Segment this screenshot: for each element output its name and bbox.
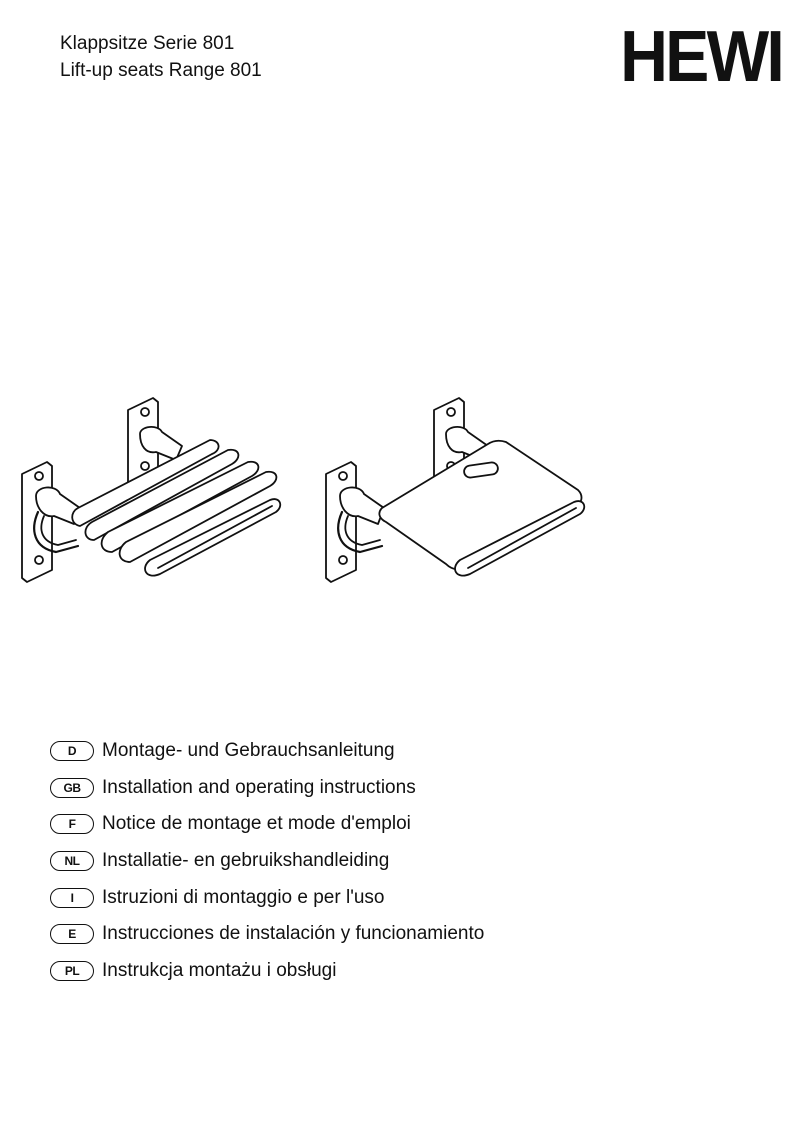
- language-title: Installatie- en gebruikshandleiding: [102, 850, 390, 872]
- hewi-logo: HEWI: [620, 17, 785, 97]
- language-title: Installation and operating instructions: [102, 776, 416, 798]
- language-item: E Instrucciones de instalación y funcion…: [50, 916, 484, 953]
- language-item: F Notice de montage et mode d'emploi: [50, 806, 484, 843]
- title-german: Klappsitze Serie 801: [60, 33, 235, 54]
- language-title: Instrucciones de instalación y funcionam…: [102, 923, 485, 945]
- title-english: Lift-up seats Range 801: [60, 60, 262, 81]
- language-item: PL Instrukcja montażu i obsługi: [50, 953, 484, 990]
- language-code-badge: F: [50, 814, 94, 835]
- language-title: Montage- und Gebrauchsanleitung: [102, 740, 395, 762]
- language-item: D Montage- und Gebrauchsanleitung: [50, 733, 484, 770]
- language-item: I Istruzioni di montaggio e per l'uso: [50, 879, 484, 916]
- language-item: NL Installatie- en gebruikshandleiding: [50, 843, 484, 880]
- language-code-badge: D: [50, 741, 94, 762]
- language-code-badge: NL: [50, 851, 94, 872]
- language-code-badge: PL: [50, 960, 94, 981]
- solid-seat-drawing: [325, 397, 586, 583]
- language-item: GB Installation and operating instructio…: [50, 770, 484, 807]
- language-code-badge: E: [50, 924, 94, 945]
- language-title: Istruzioni di montaggio e per l'uso: [102, 886, 385, 908]
- product-illustration: [21, 397, 586, 583]
- language-code-badge: GB: [50, 777, 94, 798]
- language-title: Notice de montage et mode d'emploi: [102, 813, 411, 835]
- language-title: Instrukcja montażu i obsługi: [102, 959, 337, 981]
- slatted-seat-drawing: [21, 397, 282, 583]
- language-list: D Montage- und Gebrauchsanleitung GB Ins…: [50, 733, 484, 989]
- language-code-badge: I: [50, 887, 94, 908]
- document-title: Klappsitze Serie 801 Lift-up seats Range…: [60, 30, 262, 84]
